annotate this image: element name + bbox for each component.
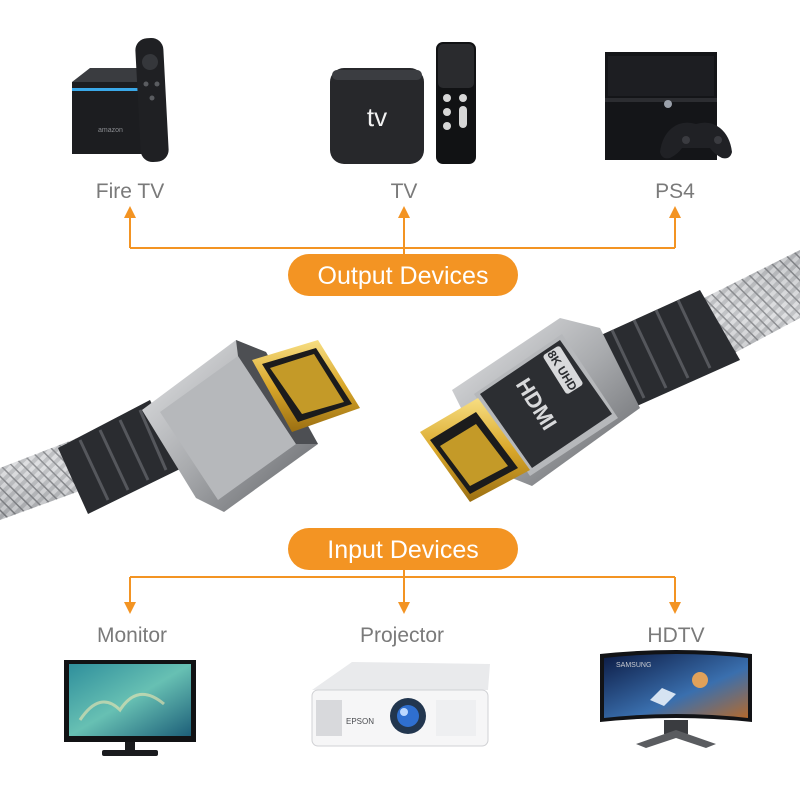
input-arrowheads [124, 602, 681, 614]
output-device-labels: Fire TV TV PS4 [96, 180, 695, 203]
input-devices-title: Input Devices [327, 536, 478, 564]
hdmi-cable-right: HDMI 8K UHD [420, 250, 800, 502]
fire-tv-brand-text: amazon [98, 127, 123, 134]
fire-tv-device: amazon [72, 37, 169, 163]
input-device-label-monitor: Monitor [97, 624, 167, 647]
cable-badge [543, 346, 583, 394]
output-device-label-fire-tv: Fire TV [96, 180, 164, 203]
output-device-label-tv: TV [391, 180, 418, 203]
input-device-label-projector: Projector [360, 624, 444, 647]
input-arrows [129, 570, 676, 604]
apple-tv-device: tv [330, 42, 476, 164]
projector-brand-text: EPSON [346, 717, 374, 726]
monitor-device [64, 660, 196, 756]
ps4-device [605, 52, 732, 160]
output-arrowheads [124, 206, 681, 218]
apple-tv-logo-text: tv [367, 102, 387, 132]
input-device-label-hdtv: HDTV [647, 624, 704, 647]
input-devices-pill [288, 528, 518, 570]
output-device-label-ps4: PS4 [655, 180, 695, 203]
hdmi-cable-left [0, 340, 360, 520]
output-devices-title: Output Devices [318, 262, 489, 290]
projector-device: EPSON [311, 662, 490, 747]
hdtv-device: SAMSUNG [600, 650, 752, 748]
input-device-labels: Monitor Projector HDTV [97, 624, 705, 647]
output-devices-pill [288, 254, 518, 296]
hdtv-brand-text: SAMSUNG [616, 662, 651, 669]
